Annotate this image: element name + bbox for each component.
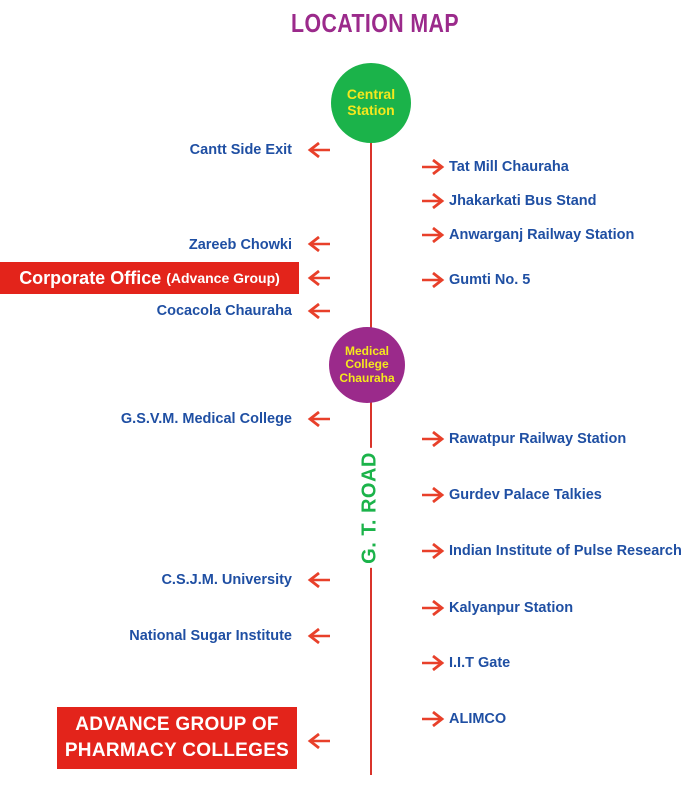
right-arrow-icon (386, 193, 444, 209)
left-arrow-icon (308, 270, 366, 286)
left-arrow-icon (308, 628, 366, 644)
destination-line1: ADVANCE GROUP OF (75, 714, 279, 735)
road-label: G. T. ROAD (358, 448, 382, 568)
right-arrow-icon (386, 543, 444, 559)
stop-alimco: ALIMCO (449, 711, 507, 727)
right-arrow-icon (386, 711, 444, 727)
destination-college-box: ADVANCE GROUP OF PHARMACY COLLEGES (57, 707, 297, 769)
corporate-office-sublabel: (Advance Group) (166, 270, 280, 286)
stop-indian-institute-of-pulse-research: Indian Institute of Pulse Research (449, 543, 682, 559)
central-station-line1: Central (346, 86, 396, 103)
stop-gsvm-medical-college: G.S.V.M. Medical College (120, 411, 292, 427)
stop-cantt-side-exit: Cantt Side Exit (189, 142, 292, 158)
right-arrow-icon (386, 655, 444, 671)
right-arrow-icon (386, 487, 444, 503)
stop-gumti-no-5: Gumti No. 5 (449, 272, 531, 288)
destination-line2: PHARMACY COLLEGES (64, 740, 290, 761)
stop-zareeb-chowki: Zareeb Chowki (188, 237, 292, 253)
stop-tat-mill-chauraha: Tat Mill Chauraha (449, 159, 569, 175)
stop-rawatpur-railway-station: Rawatpur Railway Station (449, 431, 627, 447)
corporate-office-box: Corporate Office (Advance Group) (0, 262, 299, 294)
right-arrow-icon (386, 600, 444, 616)
corporate-office-label: Corporate Office (19, 267, 162, 288)
central-station-node: Central Station (331, 63, 411, 143)
map-title: LOCATION MAP (291, 8, 459, 38)
left-arrow-icon (308, 572, 366, 588)
stop-jhakarkati-bus-stand: Jhakarkati Bus Stand (449, 193, 597, 209)
medical-college-line1: Medical (344, 343, 389, 358)
left-arrow-icon (308, 236, 366, 252)
stop-national-sugar-institute: National Sugar Institute (129, 628, 292, 644)
left-arrow-icon (308, 142, 366, 158)
medical-college-chauraha-node: Medical College Chauraha (329, 327, 405, 403)
right-arrow-icon (386, 159, 444, 175)
stop-csjm-university: C.S.J.M. University (161, 572, 292, 588)
right-arrow-icon (386, 272, 444, 288)
left-arrow-icon (308, 303, 366, 319)
right-arrow-icon (386, 227, 444, 243)
stop-iit-gate: I.I.T Gate (449, 655, 511, 671)
right-arrow-icon (386, 431, 444, 447)
central-station-line2: Station (347, 102, 395, 118)
stop-kalyanpur-station: Kalyanpur Station (449, 600, 574, 616)
medical-college-line2: College (345, 357, 389, 372)
stop-anwarganj-railway-station: Anwarganj Railway Station (449, 227, 635, 243)
gt-road-line (370, 120, 372, 775)
left-arrow-icon (308, 411, 366, 427)
stop-cocacola-chauraha: Cocacola Chauraha (156, 303, 292, 319)
stop-gurdev-palace-talkies: Gurdev Palace Talkies (449, 487, 602, 503)
left-arrow-icon (308, 733, 366, 749)
medical-college-line3: Chauraha (339, 370, 395, 385)
